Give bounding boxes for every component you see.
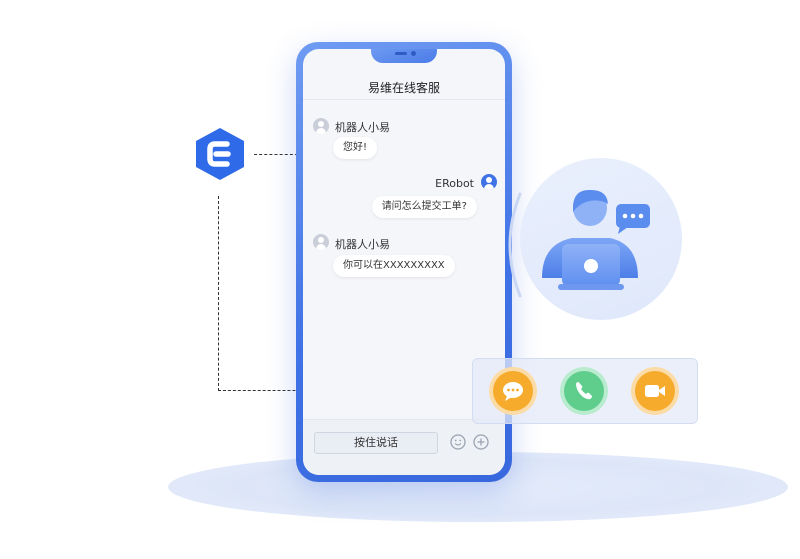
message-bubble: 请问怎么提交工单? [371,196,477,218]
connector-line [254,154,298,155]
emoji-icon[interactable] [450,434,466,450]
hold-to-talk-button[interactable]: 按住说话 [314,432,438,454]
message-bubble: 您好! [333,137,378,159]
chat-screen: 易维在线客服 机器人小易 您好! ERobot 请问怎么提交工单? 机器人小易 … [303,49,505,475]
chat-input-bar: 按住说话 [303,419,505,475]
phone-call-button[interactable] [564,371,604,411]
contact-action-bar [472,358,698,424]
decorative-arc [508,192,522,298]
chat-bubble-icon [503,382,523,401]
brand-logo-icon [196,128,244,180]
divider [303,99,505,100]
message-bubble: 你可以在XXXXXXXXX [333,255,455,277]
support-agent-icon [542,189,650,290]
message-sender: 机器人小易 [335,238,390,251]
chat-title: 易维在线客服 [367,81,440,95]
phone-notch [371,49,437,63]
phone-mockup: 易维在线客服 机器人小易 您好! ERobot 请问怎么提交工单? 机器人小易 … [296,42,512,482]
connector-line [218,196,219,391]
message-sender: 机器人小易 [335,121,390,134]
video-camera-icon [645,385,665,397]
bot-avatar-icon [313,234,329,250]
phone-icon [576,382,592,400]
video-call-button[interactable] [635,371,675,411]
user-avatar-icon [481,174,497,190]
plus-icon[interactable] [473,434,489,450]
bot-avatar-icon [313,118,329,134]
message-sender: ERobot [435,177,474,190]
chat-button[interactable] [493,371,533,411]
